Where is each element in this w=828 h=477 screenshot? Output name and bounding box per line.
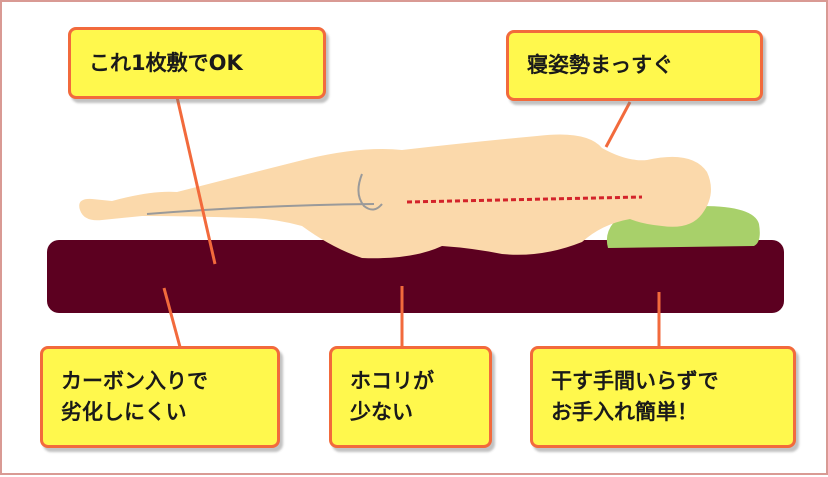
- leader-single-sheet: [175, 96, 217, 265]
- leader-posture: [604, 101, 632, 148]
- lying-person: [79, 134, 711, 259]
- callout-dust: ホコリが 少ない: [329, 346, 492, 448]
- callout-care: 干す手間いらずで お手入れ簡単！: [530, 346, 796, 448]
- callout-carbon: カーボン入りで 劣化しにくい: [40, 346, 280, 448]
- spine-line: [406, 195, 643, 204]
- callout-single-sheet: これ1枚敷でOK: [68, 27, 326, 99]
- callout-posture: 寝姿勢まっすぐ: [506, 30, 763, 101]
- leader-carbon: [162, 287, 182, 348]
- mattress: [47, 240, 784, 313]
- arm-line: [146, 203, 375, 215]
- hand-line: [357, 173, 383, 211]
